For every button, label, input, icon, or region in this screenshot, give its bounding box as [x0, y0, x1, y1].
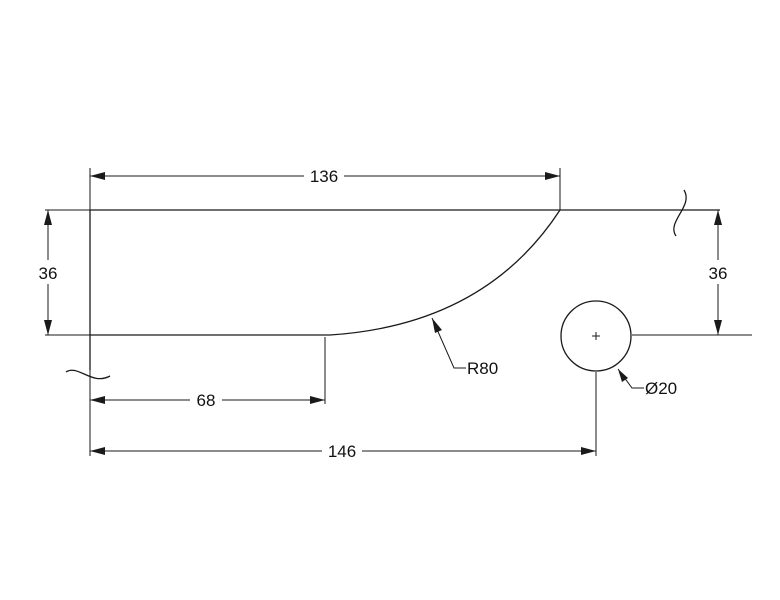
hole	[560, 300, 632, 372]
break-symbol-bottom-left	[65, 369, 111, 380]
dim-label-total: 146	[328, 442, 356, 461]
part-outline	[89, 209, 720, 370]
label-hole-diameter: Ø20	[645, 379, 677, 398]
hole-circle	[560, 300, 632, 372]
dim-label-top: 136	[310, 167, 338, 186]
dim-total-146: 146	[90, 439, 596, 463]
extension-lines	[45, 168, 752, 456]
label-arc-radius: R80	[467, 359, 498, 378]
dim-top-136: 136	[90, 164, 560, 188]
dim-left-36: 36	[34, 210, 62, 335]
leader-diameter: Ø20	[617, 368, 677, 398]
dim-right-36: 36	[704, 210, 732, 335]
dim-flat-68: 68	[90, 388, 325, 412]
leader-r80: R80	[431, 317, 498, 378]
arc-r80-edge	[329, 209, 561, 336]
dim-label-left: 36	[39, 264, 58, 283]
break-symbol-top-right	[673, 189, 687, 237]
dim-label-right: 36	[709, 264, 728, 283]
dim-label-flat: 68	[197, 391, 216, 410]
